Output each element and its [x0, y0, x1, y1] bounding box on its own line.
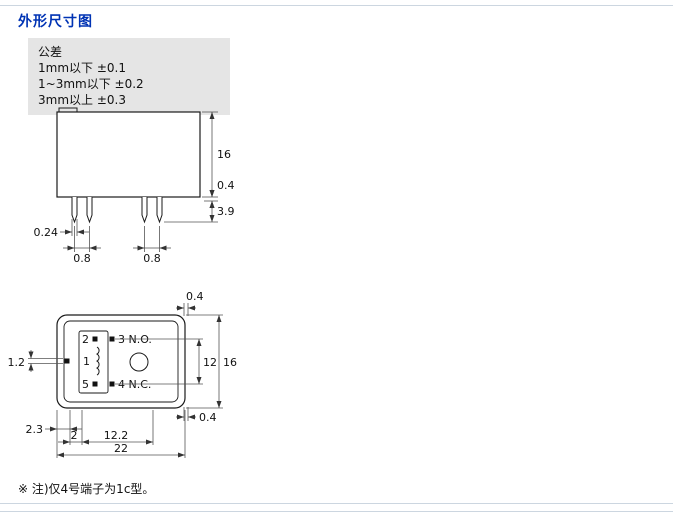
tolerance-row: 1mm以下 ±0.1 — [38, 61, 126, 75]
pin-5-label: 5 — [82, 378, 89, 391]
pin — [86, 197, 93, 224]
pin-3-label: 3 N.O. — [118, 333, 152, 346]
case-inner-outline — [63, 320, 179, 403]
bottom-dimension-labels: 0.4 1.2 12 16 0.4 2.3 2 12.2 22 — [8, 290, 238, 455]
bottom-rule-1 — [0, 503, 673, 504]
pin-4-pad — [109, 381, 115, 387]
footnote: ※ 注)仅4号端子为1c型。 — [18, 482, 155, 496]
pin — [156, 197, 163, 224]
coil-block-outline — [78, 330, 109, 394]
dim-edge-offset-label: 2.3 — [26, 423, 44, 436]
pin-1-pad — [64, 358, 70, 364]
dim-pin-thickness-label: 0.24 — [34, 226, 59, 239]
pin-4-label: 4 N.C. — [118, 378, 151, 391]
pin — [71, 197, 78, 224]
tolerance-box: 公差 1mm以下 ±0.1 1~3mm以下 ±0.2 3mm以上 ±0.3 — [28, 38, 230, 115]
pin-5-pad — [92, 381, 98, 387]
pin-2-label: 2 — [82, 333, 89, 346]
side-dimension-lines — [60, 111, 218, 252]
case-top-tab — [58, 107, 78, 113]
dim-standoff-label: 0.4 — [217, 179, 235, 192]
dim-pin-length-label: 3.9 — [217, 205, 235, 218]
pin-1-label: 1 — [83, 355, 90, 368]
case-outer-outline — [56, 314, 186, 409]
tolerance-heading: 公差 — [38, 45, 63, 59]
dim-inner-height-label: 12 — [203, 356, 217, 369]
page-title: 外形尺寸图 — [18, 14, 93, 30]
tolerance-row: 1~3mm以下 ±0.2 — [38, 77, 144, 91]
armature-circle — [129, 352, 149, 372]
coil-symbol — [95, 346, 100, 376]
dim-outer-height-label: 16 — [223, 356, 237, 369]
dim-pin-width-right-label: 0.8 — [143, 252, 161, 265]
bottom-view-drawing: 2 3 N.O. 1 5 4 N.C. — [8, 290, 238, 458]
bottom-pin-labels: 2 3 N.O. 1 5 4 N.C. — [82, 333, 152, 391]
dim-height-label: 16 — [217, 148, 231, 161]
pin-3-pad — [109, 336, 115, 342]
bottom-dimension-lines — [28, 303, 223, 458]
pin-2-pad — [92, 336, 98, 342]
dim-pin-offset-label: 2 — [71, 429, 78, 442]
dim-top-label: 0.4 — [186, 290, 204, 303]
dim-pin-span-label: 12.2 — [104, 429, 129, 442]
side-view-drawing: 16 0.4 3.9 0.24 0.8 0.8 — [34, 107, 235, 265]
dim-bottom-right-label: 0.4 — [199, 411, 217, 424]
relay-bottom-body — [56, 314, 186, 409]
top-rule — [0, 5, 673, 6]
pin — [141, 197, 148, 224]
relay-case-outline — [56, 111, 201, 198]
dim-left-label: 1.2 — [8, 356, 26, 369]
dim-width-label: 22 — [114, 442, 128, 455]
bottom-pin-pads — [64, 336, 115, 387]
tolerance-row: 3mm以上 ±0.3 — [38, 93, 126, 107]
relay-side-body — [56, 107, 201, 224]
side-dimension-labels: 16 0.4 3.9 0.24 0.8 0.8 — [34, 148, 235, 265]
dim-pin-width-left-label: 0.8 — [73, 252, 91, 265]
bottom-rule-2 — [0, 511, 673, 512]
